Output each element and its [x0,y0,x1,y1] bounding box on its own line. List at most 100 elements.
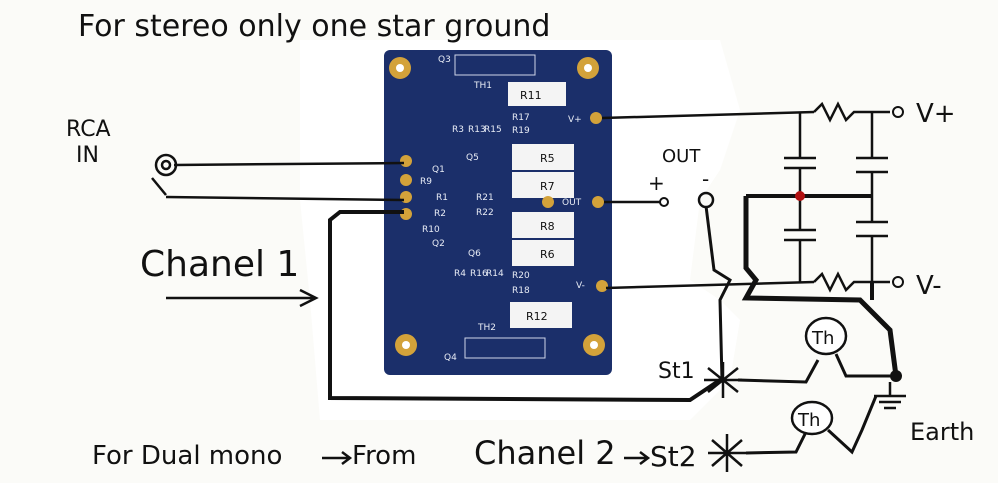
svg-text:R22: R22 [476,208,494,218]
svg-text:R10: R10 [422,225,440,235]
svg-text:Q2: Q2 [432,239,445,249]
bottom-note-arrow [322,451,353,465]
svg-text:R14: R14 [486,269,504,279]
out-plus-terminal-icon [659,197,669,207]
thermistor-th2-icon [790,400,834,436]
svg-text:R19: R19 [512,126,530,136]
rca-signal-wire [173,161,405,167]
rca-ground-wire [165,195,405,202]
mounting-hole-center [590,341,598,349]
pcb-substrate [384,50,612,375]
pad-out-2 [542,196,554,208]
vplus-label: V+ [916,99,956,129]
svg-text:OUT: OUT [562,198,582,208]
svg-text:R20: R20 [512,271,530,281]
svg-text:R3: R3 [452,125,464,135]
out-minus-terminal-icon [697,191,715,209]
rca-jack-icon [151,153,178,196]
mounting-hole-center [584,64,592,72]
mounting-hole-center [396,64,404,72]
svg-text:R12: R12 [526,310,548,323]
svg-text:R17: R17 [512,113,530,123]
vminus-resistor [813,271,890,293]
out-minus: - [702,167,709,191]
svg-text:R15: R15 [484,125,502,135]
q3-outline [454,54,536,76]
pad-vminus [596,280,608,292]
svg-text:R9: R9 [420,177,432,187]
svg-text:R5: R5 [540,152,555,165]
bottom-from: From [352,441,416,471]
resistor-r6 [512,240,574,266]
vminus-terminal-icon [892,276,904,288]
star-ground-2-icon [708,434,746,472]
svg-text:R11: R11 [520,89,542,102]
channel1-arrow [166,288,319,308]
thermistor-th1-icon [804,316,848,356]
svg-text:R13: R13 [468,125,486,135]
resistor-r7 [512,172,574,198]
svg-text:R7: R7 [540,180,555,193]
resistor-r11 [508,82,566,106]
capacitor-left [784,112,816,282]
capacitor-right [856,112,888,282]
st1-to-th1-wire [737,359,820,384]
bottom-channel2-arrow [624,451,651,465]
svg-text:V+: V+ [568,115,582,125]
top-note: For stereo only one star ground [78,9,550,44]
vminus-label: V- [916,271,942,301]
st1-label: St1 [658,359,695,384]
earth-junction-dot [890,370,902,382]
q4-outline [464,337,546,359]
rca-label: RCA [66,117,111,142]
th2-label: Th [797,410,820,431]
earth-label: Earth [910,418,974,446]
rca-in-label: IN [76,143,99,168]
svg-text:R16: R16 [470,269,488,279]
pad-out [592,196,604,208]
svg-text:Q5: Q5 [466,153,479,163]
st2-label: St2 [650,440,697,473]
resistor-r5 [512,144,574,170]
st2-to-th2-wire [745,431,808,455]
th1-label: Th [811,328,834,349]
resistor-r12 [510,302,572,328]
pad-in [400,155,412,167]
bottom-note: For Dual mono [92,441,282,471]
pad-in [400,174,412,186]
earth-symbol-icon [874,382,906,410]
vminus-wire [605,280,815,290]
svg-text:Q6: Q6 [468,249,481,259]
vplus-resistor [813,101,890,123]
svg-text:R21: R21 [476,193,494,203]
svg-text:Q1: Q1 [432,165,445,175]
out-label: OUT [662,146,701,167]
resistor-r8 [512,212,574,238]
vplus-wire [601,110,815,120]
channel1-label: Chanel 1 [140,244,299,285]
mounting-hole-center [402,341,410,349]
th1-to-earth-wire [834,353,896,378]
ground-wire [328,210,722,403]
vplus-terminal-icon [892,106,904,118]
pad-vplus [590,112,602,124]
svg-text:R18: R18 [512,286,530,296]
svg-text:R8: R8 [540,220,555,233]
out-plus: + [648,171,665,195]
pcb-board: Q3 Q4 R11 R5 R7 R8 R6 R12 TH1 TH2 Q1 Q2 … [384,50,612,375]
svg-text:R6: R6 [540,248,555,261]
svg-text:Q3: Q3 [438,55,451,65]
junction-dot [795,191,805,201]
th2-to-earth-wire [826,395,878,455]
svg-text:TH1: TH1 [473,81,492,91]
speaker-return-wire [704,205,732,381]
svg-text:Q4: Q4 [444,353,457,363]
svg-text:TH2: TH2 [477,323,496,333]
svg-text:V-: V- [576,281,585,291]
svg-text:R1: R1 [436,193,448,203]
svg-text:R4: R4 [454,269,466,279]
supply-ground-wire [741,196,899,377]
star-ground-1-icon [704,362,742,398]
bottom-channel2: Chanel 2 [474,434,616,472]
